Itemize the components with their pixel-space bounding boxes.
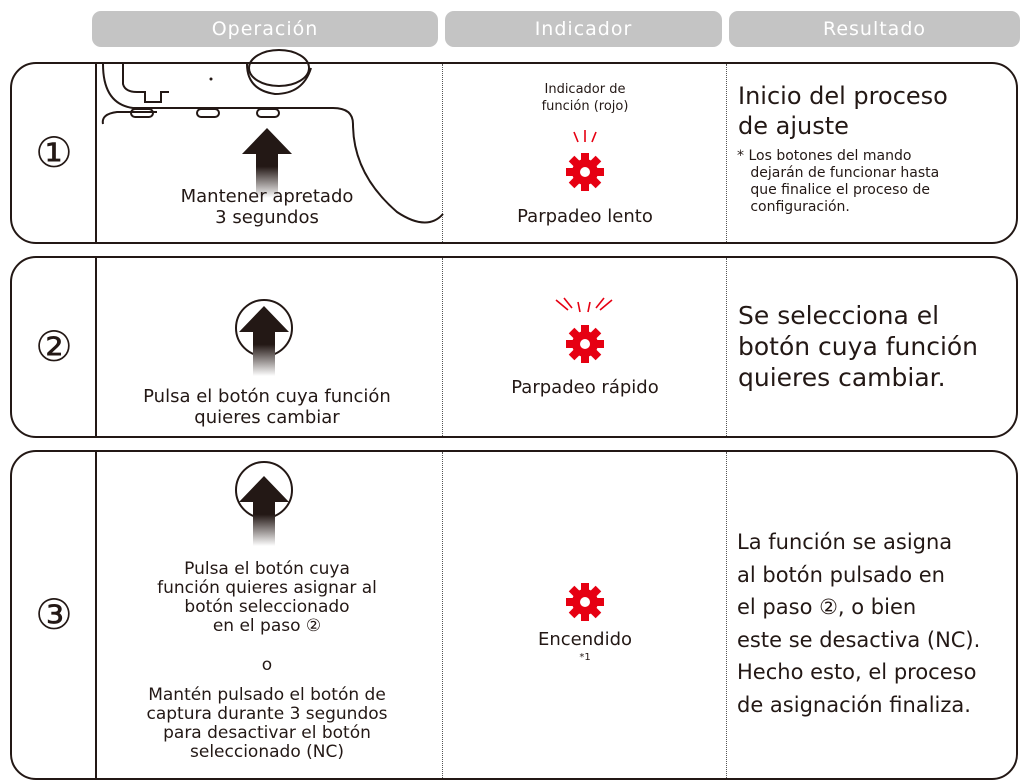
header-operation: Operación bbox=[92, 11, 438, 47]
step-1-operation-text: Mantener apretado 3 segundos bbox=[180, 186, 354, 228]
divider bbox=[726, 64, 727, 242]
step-2-row: ② Pulsa el botón cuya función quieres ca… bbox=[10, 256, 1018, 438]
step-3-operation-text-a: Pulsa el botón cuya función quieres asig… bbox=[157, 559, 377, 636]
indicator-state: Parpadeo rápido bbox=[511, 377, 659, 398]
divider bbox=[726, 452, 727, 778]
blink-rays-icon bbox=[573, 130, 597, 143]
controller-illustration bbox=[101, 49, 444, 224]
divider bbox=[95, 452, 97, 778]
step-3-row: ③ Pulsa el botón cuya función quieres as… bbox=[10, 450, 1018, 780]
step-1-number: ① bbox=[35, 128, 73, 177]
gear-icon bbox=[566, 325, 604, 363]
indicator-state: Parpadeo lento bbox=[517, 206, 653, 227]
step-2-operation-text: Pulsa el botón cuya función quieres camb… bbox=[143, 386, 391, 428]
divider bbox=[442, 258, 443, 436]
result-title: Inicio del proceso de ajuste bbox=[738, 82, 948, 140]
arrow-up-icon bbox=[242, 128, 292, 198]
step-3-operation-text-b: Mantén pulsado el botón de captura duran… bbox=[146, 685, 388, 762]
header-result: Resultado bbox=[729, 11, 1020, 47]
indicator-label: Indicador de función (rojo) bbox=[541, 82, 629, 114]
fast-blink-rays-icon bbox=[555, 297, 613, 313]
arrow-up-icon bbox=[239, 476, 289, 546]
arrow-up-icon bbox=[239, 306, 289, 376]
divider bbox=[95, 64, 97, 242]
gear-icon bbox=[566, 583, 604, 621]
result-title: Se selecciona el botón cuya función quie… bbox=[738, 301, 979, 392]
indicator-state: Encendido bbox=[537, 629, 633, 650]
step-3-operation-or: o bbox=[261, 655, 273, 675]
result-title: La función se asigna al botón pulsado en… bbox=[737, 530, 981, 717]
result-note: * Los botones del mando dejarán de funci… bbox=[737, 148, 940, 215]
divider bbox=[726, 258, 727, 436]
step-3-number: ③ bbox=[35, 590, 73, 639]
divider bbox=[95, 258, 97, 436]
gear-icon bbox=[566, 153, 604, 191]
indicator-footnote: *1 bbox=[579, 652, 591, 663]
step-2-number: ② bbox=[35, 322, 73, 371]
step-1-row: ① Mantener apretado 3 segundos Indicador… bbox=[10, 49, 1018, 244]
divider bbox=[442, 452, 443, 778]
header-indicator: Indicador bbox=[445, 11, 722, 47]
divider bbox=[442, 64, 443, 242]
